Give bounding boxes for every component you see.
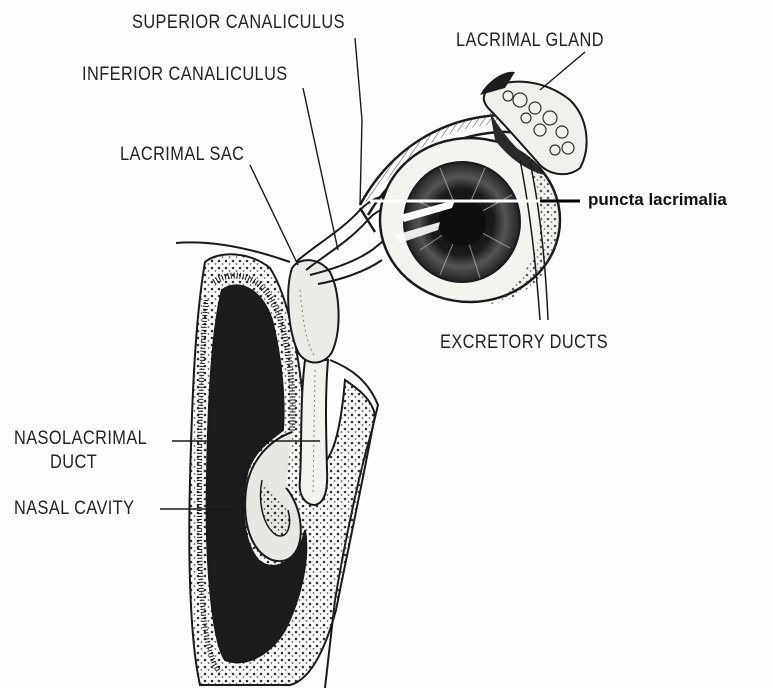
label-inferior-canaliculus: INFERIOR CANALICULUS xyxy=(82,64,288,86)
lacrimal-sac xyxy=(288,260,338,362)
label-lacrimal-sac: LACRIMAL SAC xyxy=(120,144,244,166)
label-excretory-ducts: EXCRETORY DUCTS xyxy=(440,332,608,354)
nasolacrimal-duct xyxy=(300,360,328,505)
label-superior-canaliculus: SUPERIOR CANALICULUS xyxy=(132,12,345,34)
label-nasolacrimal-duct-line2: DUCT xyxy=(50,452,97,474)
label-puncta-lacrimalia: puncta lacrimalia xyxy=(588,190,727,210)
label-lacrimal-gland: LACRIMAL GLAND xyxy=(456,30,604,52)
nasal-bone-region xyxy=(189,254,375,685)
label-nasolacrimal-duct-line1: NASOLACRIMAL xyxy=(14,428,147,450)
label-nasal-cavity: NASAL CAVITY xyxy=(14,498,134,520)
